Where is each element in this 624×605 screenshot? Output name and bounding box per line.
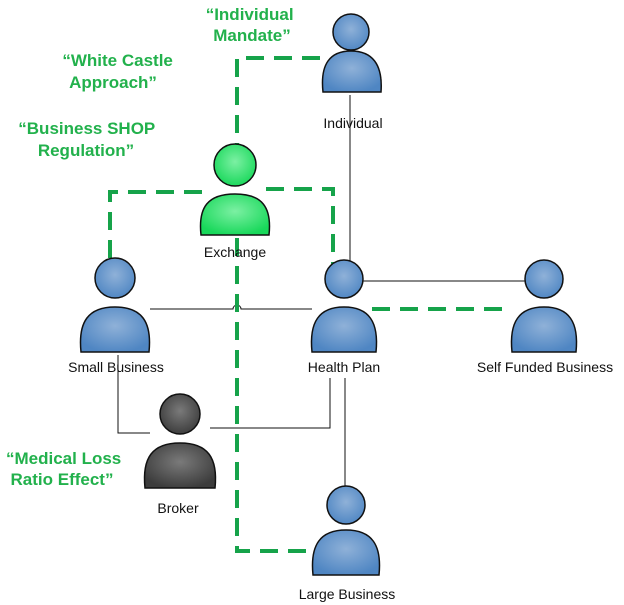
annotation-line: Ratio Effect” <box>11 470 114 489</box>
person-large-business <box>311 485 381 576</box>
person-head <box>524 259 564 299</box>
node-label-individual: Individual <box>323 115 382 131</box>
person-head <box>324 259 364 299</box>
dashed-individual-mandate-line <box>235 56 320 145</box>
annotation-line: “White Castle <box>62 51 173 70</box>
dashed-shop-regulation-line <box>108 190 205 258</box>
person-broker <box>143 393 217 489</box>
node-label-health-plan: Health Plan <box>308 359 380 375</box>
annotation-line: Regulation” <box>38 141 134 160</box>
annotation-line: “Medical Loss <box>6 449 121 468</box>
person-head <box>332 13 370 51</box>
annotation-line: “Business SHOP <box>18 119 155 138</box>
person-small-business <box>79 257 151 353</box>
annotation-line: Approach” <box>69 73 157 92</box>
person-head <box>159 393 201 435</box>
person-health-plan <box>310 259 378 353</box>
node-label-broker: Broker <box>157 500 199 516</box>
dashed-exchange-health-plan-line <box>266 187 335 287</box>
annotations: “Individual Mandate” “White Castle Appro… <box>6 5 299 489</box>
node-labels: Individual Exchange Small Business Healt… <box>68 115 613 602</box>
person-exchange <box>199 143 271 236</box>
connector-broker-health-plan <box>210 378 331 429</box>
annotation-white-castle: “White Castle Approach” <box>62 51 177 92</box>
node-label-small-business: Small Business <box>68 359 164 375</box>
annotation-business-shop: “Business SHOP Regulation” <box>18 119 159 160</box>
person-body <box>510 306 578 353</box>
person-body <box>199 193 271 236</box>
person-self-funded-business <box>510 259 578 353</box>
person-head <box>326 485 366 525</box>
person-body <box>311 529 381 576</box>
annotation-individual-mandate: “Individual Mandate” <box>206 5 299 45</box>
regulation-lines <box>108 56 510 553</box>
connector-small-business-broker <box>117 355 150 434</box>
node-label-exchange: Exchange <box>204 244 266 260</box>
person-individual <box>321 13 382 93</box>
annotation-line: Mandate” <box>213 26 290 45</box>
person-head <box>213 143 257 187</box>
person-body <box>321 50 382 93</box>
connector-small-business-health-plan <box>150 304 312 310</box>
node-label-large-business: Large Business <box>299 586 396 602</box>
annotation-line: “Individual <box>206 5 294 24</box>
person-body <box>143 442 217 489</box>
person-head <box>94 257 136 299</box>
dashed-exchange-large-business-line <box>235 238 312 553</box>
node-label-self-funded-business: Self Funded Business <box>477 359 613 375</box>
person-body <box>310 306 378 353</box>
person-body <box>79 306 151 353</box>
annotation-medical-loss: “Medical Loss Ratio Effect” <box>6 449 126 489</box>
